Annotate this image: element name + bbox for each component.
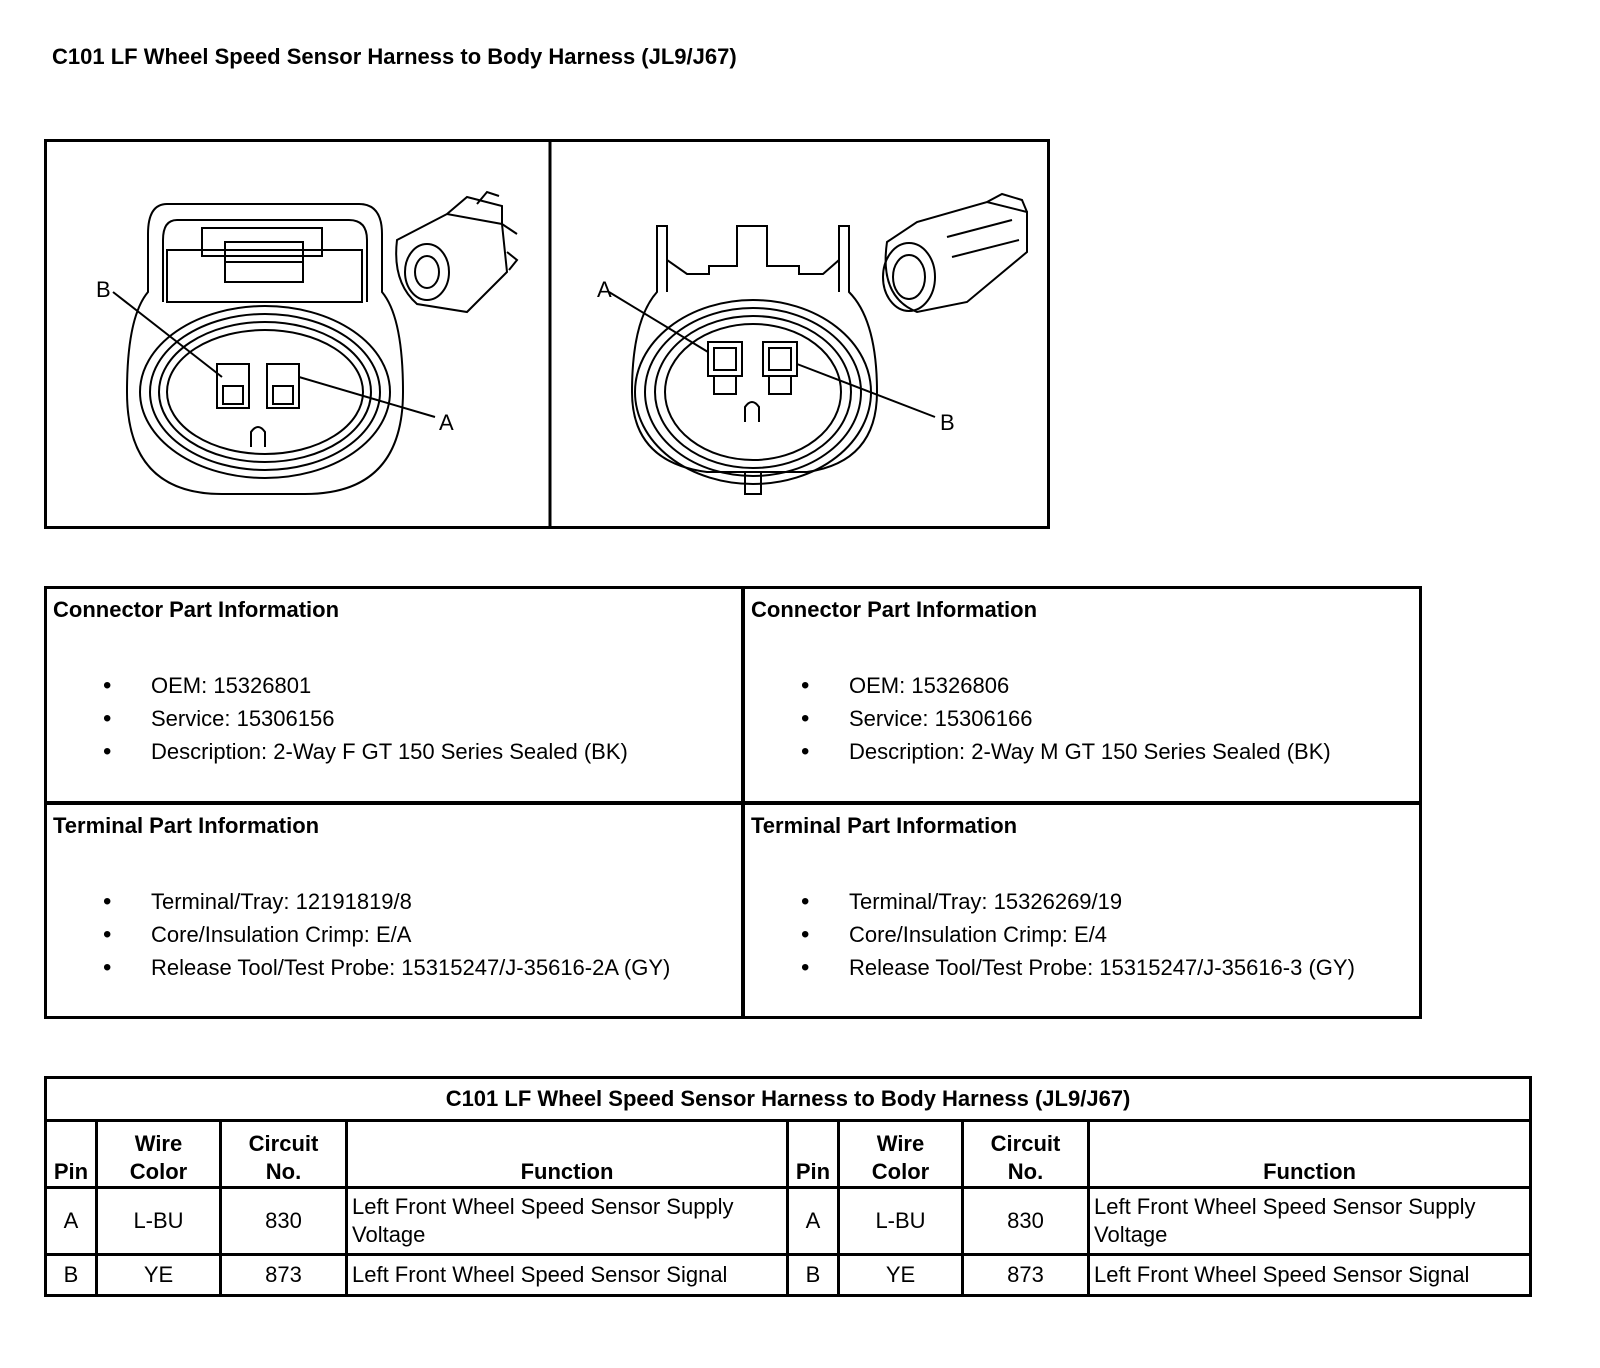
- list-item: Core/Insulation Crimp: E/A: [103, 918, 670, 951]
- list-item: Service: 15306166: [801, 702, 1331, 735]
- function-cell: Left Front Wheel Speed Sensor Signal: [1086, 1253, 1533, 1297]
- circuit-cell: 873: [961, 1253, 1090, 1297]
- circuit-cell: 873: [219, 1253, 348, 1297]
- male-connector-sketch: [882, 192, 1028, 314]
- table-caption: C101 LF Wheel Speed Sensor Harness to Bo…: [43, 1076, 1533, 1122]
- left-label-b: B: [96, 277, 111, 302]
- wire-color-cell: YE: [837, 1253, 964, 1297]
- header-function: Function: [1086, 1119, 1533, 1189]
- pinout-table: C101 LF Wheel Speed Sensor Harness to Bo…: [43, 1076, 1533, 1297]
- connector-drawing: B A A B: [96, 142, 1028, 526]
- circuit-cell: 830: [219, 1186, 348, 1256]
- table-row: B YE 873 Left Front Wheel Speed Sensor S…: [44, 1253, 1533, 1297]
- female-connector-face: [112, 203, 436, 495]
- list-item: OEM: 15326806: [801, 669, 1331, 702]
- list-item: Description: 2-Way F GT 150 Series Seale…: [103, 735, 628, 768]
- pin-cell: A: [786, 1186, 840, 1256]
- list-item: Terminal/Tray: 15326269/19: [801, 885, 1355, 918]
- connector-info-left: Connector Part Information OEM: 15326801…: [47, 589, 741, 801]
- list-item: Terminal/Tray: 12191819/8: [103, 885, 670, 918]
- header-function: Function: [345, 1119, 789, 1189]
- list-item: Description: 2-Way M GT 150 Series Seale…: [801, 735, 1331, 768]
- wire-color-cell: L-BU: [837, 1186, 964, 1256]
- connector-figure: B A A B: [44, 139, 1050, 529]
- section-heading: Connector Part Information: [751, 597, 1038, 622]
- pin-cell: B: [44, 1253, 98, 1297]
- list-item: Service: 15306156: [103, 702, 628, 735]
- terminal-info-left: Terminal Part Information Terminal/Tray:…: [47, 805, 741, 1016]
- list-item: Core/Insulation Crimp: E/4: [801, 918, 1355, 951]
- section-heading: Terminal Part Information: [751, 813, 1018, 838]
- right-label-a: A: [597, 277, 612, 302]
- page-title: C101 LF Wheel Speed Sensor Harness to Bo…: [52, 44, 737, 69]
- right-label-b: B: [940, 410, 955, 435]
- bullet-list: OEM: 15326806 Service: 15306166 Descript…: [801, 669, 1331, 768]
- header-pin: Pin: [44, 1119, 98, 1189]
- pin-cell: A: [44, 1186, 98, 1256]
- male-connector-face: [608, 225, 936, 495]
- function-cell: Left Front Wheel Speed Sensor Signal: [345, 1253, 789, 1297]
- section-heading: Terminal Part Information: [53, 813, 320, 838]
- list-item: Release Tool/Test Probe: 15315247/J-3561…: [801, 951, 1355, 984]
- bullet-list: Terminal/Tray: 15326269/19 Core/Insulati…: [801, 885, 1355, 984]
- wire-color-cell: L-BU: [95, 1186, 222, 1256]
- bullet-list: OEM: 15326801 Service: 15306156 Descript…: [103, 669, 628, 768]
- pin-cell: B: [786, 1253, 840, 1297]
- table-row: A L-BU 830 Left Front Wheel Speed Sensor…: [44, 1186, 1533, 1256]
- circuit-cell: 830: [961, 1186, 1090, 1256]
- header-pin: Pin: [786, 1119, 840, 1189]
- list-item: OEM: 15326801: [103, 669, 628, 702]
- part-info-grid: Connector Part Information OEM: 15326801…: [44, 586, 1422, 1019]
- wire-color-cell: YE: [95, 1253, 222, 1297]
- female-connector-sketch: [395, 190, 519, 314]
- bullet-list: Terminal/Tray: 12191819/8 Core/Insulatio…: [103, 885, 670, 984]
- section-heading: Connector Part Information: [53, 597, 340, 622]
- list-item: Release Tool/Test Probe: 15315247/J-3561…: [103, 951, 670, 984]
- divider: [47, 801, 1419, 805]
- terminal-info-right: Terminal Part Information Terminal/Tray:…: [745, 805, 1419, 1016]
- connector-info-right: Connector Part Information OEM: 15326806…: [745, 589, 1419, 801]
- left-label-a: A: [439, 410, 454, 435]
